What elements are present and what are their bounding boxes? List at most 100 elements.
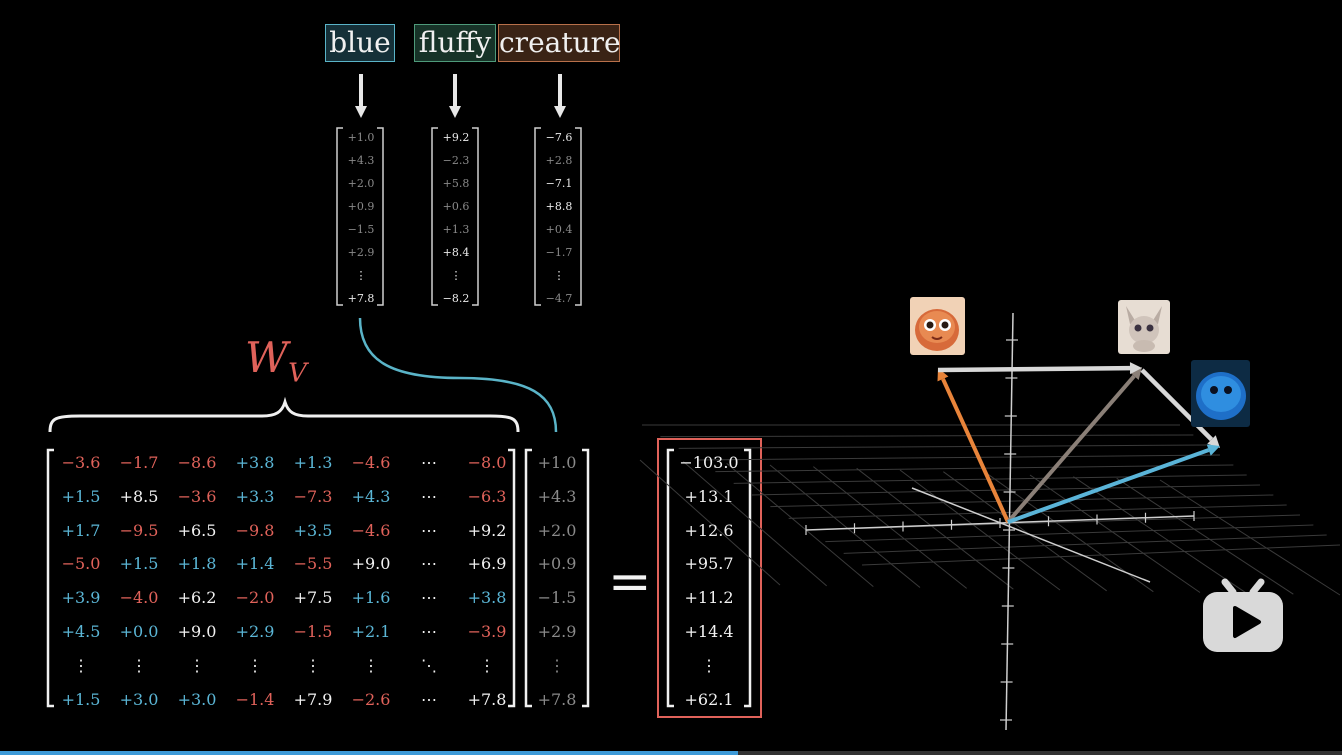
embedding-bracket-right-1 [472,127,479,306]
matrix-cell: ⋯ [421,486,437,506]
embedding-value: −1.5 [347,223,375,236]
matrix-cell: ⋱ [421,655,437,675]
embedding-value: +0.4 [545,223,573,236]
word-token-creature: creature [498,24,621,62]
embedding-value: +0.9 [347,200,375,213]
input-vector-value: +1.0 [537,453,577,472]
input-bracket-right [582,448,590,708]
white-vector-top-head [1129,362,1142,375]
embedding-value: +0.6 [442,200,470,213]
grid-line [1116,477,1294,595]
matrix-cell: +9.2 [467,520,507,540]
embedding-value: +1.3 [442,223,470,236]
matrix-cell: +9.0 [351,554,391,574]
matrix-cell: +3.5 [293,520,333,540]
connector-curve [358,317,558,433]
matrix-cell: −1.5 [293,622,333,641]
matrix-cell: +7.8 [467,689,507,709]
matrix-cell: +2.1 [351,622,391,641]
matrix-cell: ⋮ [189,655,205,675]
blue-vector-head [1206,444,1220,456]
matrix-cell: +3.0 [119,689,159,709]
input-vector-value: +2.9 [537,622,577,641]
result-bracket-left [666,448,674,708]
grid-line [899,469,1061,591]
matrix-cell: +7.5 [293,588,333,608]
matrix-cell: ⋮ [479,655,495,675]
matrix-cell: +3.3 [235,486,275,506]
down-arrow-1-head [449,106,461,118]
word-token-fluffy: fluffy [414,24,496,62]
embedding-value: +2.8 [545,154,573,167]
matrix-cell: +1.8 [177,554,217,574]
matrix-cell: +6.2 [177,588,217,608]
matrix-cell: −6.3 [467,486,507,506]
equals-sign: = [608,552,652,612]
result-vector-value: +13.1 [684,486,734,506]
embedding-value: −7.6 [545,131,573,144]
embedding-value: ⋮ [553,269,565,282]
result-vector-value: +12.6 [684,520,734,540]
matrix-cell: +3.8 [235,453,275,472]
result-vector-value: +11.2 [684,588,734,608]
matrix-cell: +3.8 [467,588,507,608]
down-arrow-2-head [554,106,566,118]
embedding-value: +7.8 [347,292,375,305]
matrix-cell: +1.5 [61,486,101,506]
input-vector-value: +7.8 [537,689,577,709]
matrix-cell: ⋯ [421,689,437,709]
grid-line [1073,476,1247,594]
grid-line [1029,474,1201,593]
embedding-vector-blue: +1.0+4.3+2.0+0.9−1.5+2.9⋮+7.8 [339,126,383,310]
embedding-value: +1.0 [347,131,375,144]
embedding-vector-creature: −7.6+2.8−7.1+8.8+0.4−1.7⋮−4.7 [537,126,581,310]
input-vector-value: +4.3 [537,486,577,506]
word-token-blue: blue [325,24,395,62]
orange-creature-icon [910,297,965,355]
embedding-value: −1.7 [545,246,573,259]
matrix-cell: ⋮ [131,655,147,675]
embedding-value: +2.0 [347,177,375,190]
result-vector-value: +95.7 [684,554,734,574]
embedding-bracket-left-0 [336,127,343,306]
embedding-value: +4.3 [347,154,375,167]
matrix-cell: −4.6 [351,453,391,472]
bilibili-tv-icon[interactable] [1201,578,1285,654]
matrix-cell: +2.9 [235,622,275,641]
embedding-bracket-right-2 [575,127,582,306]
embedding-value: ⋮ [355,269,367,282]
result-vector-value: +14.4 [684,622,734,641]
result-vector-value: −103.0 [679,453,739,472]
grid-line [943,471,1107,592]
matrix-cell: +3.9 [61,588,101,608]
matrix-cell: −3.6 [177,486,217,506]
matrix-cell: −5.0 [61,554,101,574]
grid-line [726,462,874,588]
matrix-cell: +0.0 [119,622,159,641]
blue-fluffy-creature-icon [1191,360,1250,427]
grid-line [683,461,827,587]
matrix-cell: −3.9 [467,622,507,641]
result-vector-value: ⋮ [701,655,717,675]
z-axis [911,487,1151,583]
video-progress-bar[interactable] [0,751,1342,755]
matrix-cell: −8.0 [467,453,507,472]
matrix-cell: ⋮ [247,655,263,675]
matrix-cell: +6.5 [177,520,217,540]
matrix-cell: +3.0 [177,689,217,709]
matrix-cell: +4.3 [351,486,391,506]
matrix-cell: ⋯ [421,588,437,608]
grid-line [678,444,1207,449]
matrix-cell: −2.6 [351,689,391,709]
grid-line [715,464,1234,473]
embedding-value: −4.7 [545,292,573,305]
grid-line [1159,479,1341,596]
matrix-cell: +1.3 [293,453,333,472]
matrix-cell: −9.5 [119,520,159,540]
grid-line [769,464,921,588]
grid-line [825,524,1314,543]
gray-vector-shaft [1006,374,1136,524]
matrix-cell: +6.9 [467,554,507,574]
gray-vector-head [1129,367,1142,381]
